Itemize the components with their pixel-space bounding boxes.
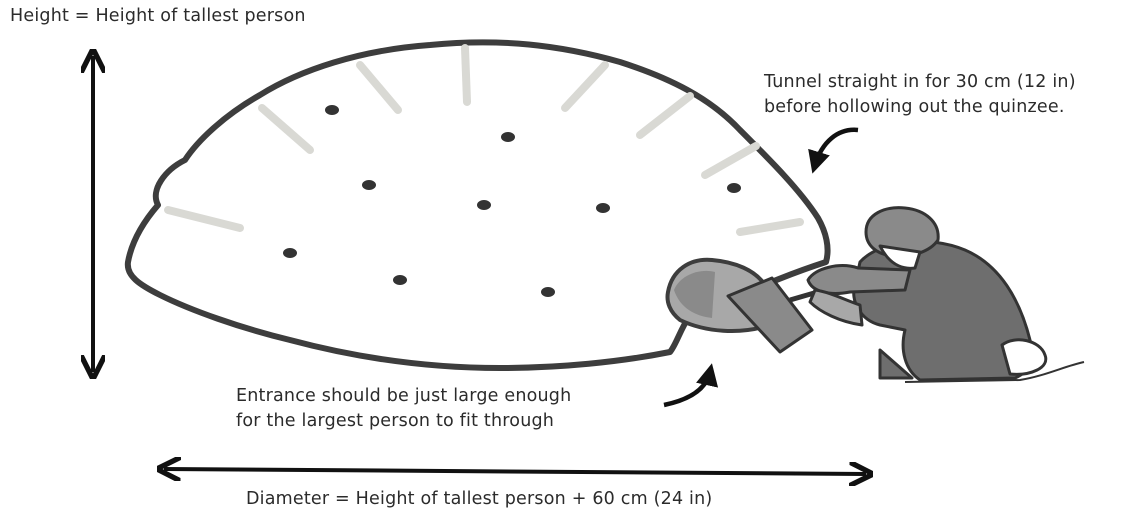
entrance-label-line2: for the largest person to fit through xyxy=(236,409,571,434)
diameter-label: Diameter = Height of tallest person + 60… xyxy=(246,487,712,512)
tunnel-arrow xyxy=(815,130,858,165)
entrance-label: Entrance should be just large enough for… xyxy=(236,384,571,434)
entrance-arrow xyxy=(664,372,710,405)
tunnel-label-line1: Tunnel straight in for 30 cm (12 in) xyxy=(764,70,1076,95)
entrance-label-line1: Entrance should be just large enough xyxy=(236,384,571,409)
tunnel-label-line2: before hollowing out the quinzee. xyxy=(764,95,1076,120)
height-label: Height = Height of tallest person xyxy=(10,4,306,29)
diameter-arrow xyxy=(164,469,866,474)
tunnel-label: Tunnel straight in for 30 cm (12 in) bef… xyxy=(764,70,1076,120)
